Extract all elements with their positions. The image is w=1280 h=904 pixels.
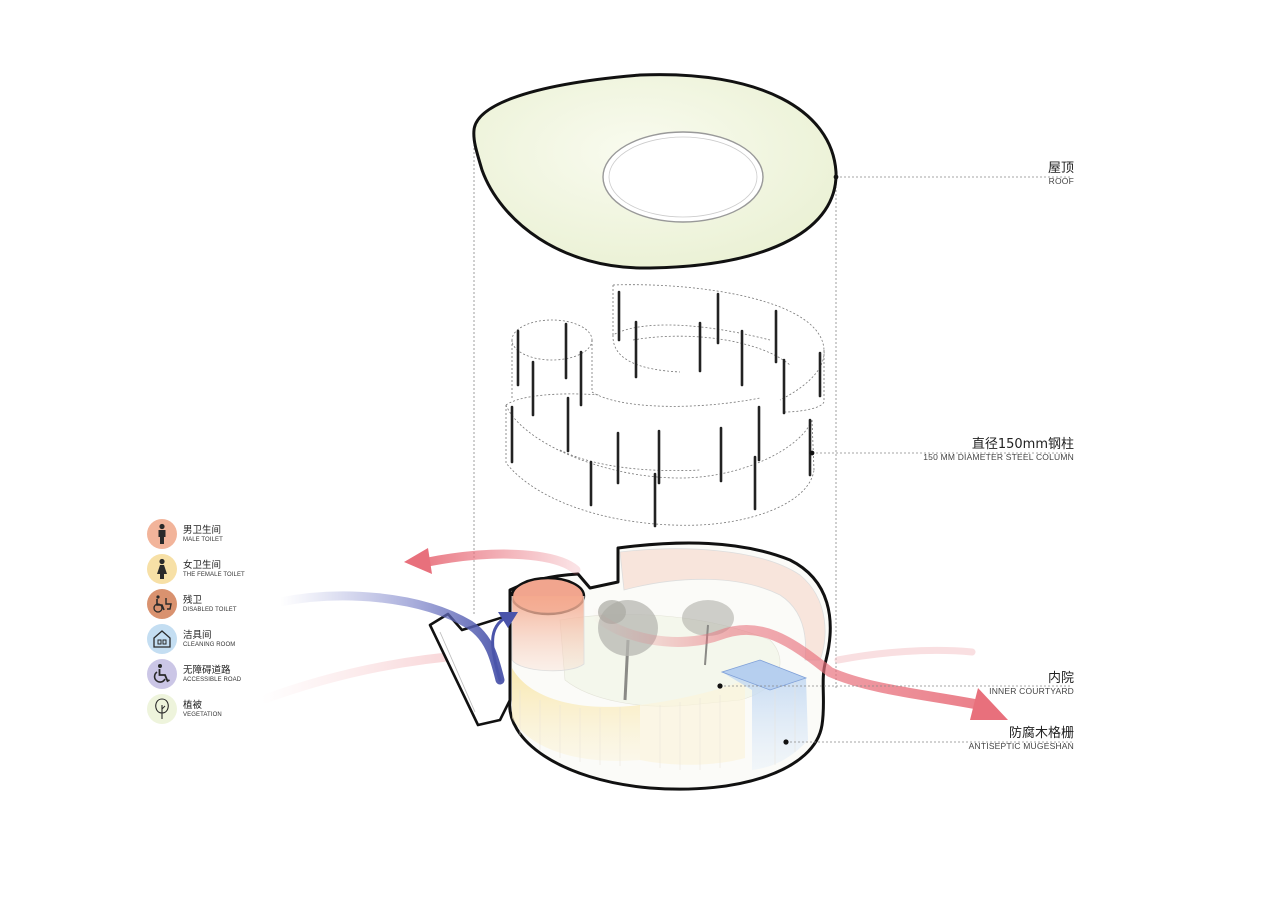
male-icon [147, 519, 177, 549]
legend-label-en: ACCESSIBLE ROAD [183, 677, 242, 683]
legend-item-disabled-toilet: 残卫 DISABLED TOILET [147, 589, 297, 619]
steel-column-frame [505, 284, 825, 526]
roof-label-en: ROOF [1048, 176, 1074, 186]
legend-item-female-toilet: 女卫生间 THE FEMALE TOILET [147, 554, 297, 584]
mugeshan-callout: 防腐木格栅 ANTISEPTIC MUGESHAN [968, 726, 1074, 752]
courtyard-callout: 内院 INNER COURTYARD [989, 671, 1074, 697]
legend-label-cn: 洁具间 [183, 630, 212, 641]
airflow-red [404, 548, 1008, 720]
mugeshan-label-cn: 防腐木格栅 [1008, 726, 1074, 741]
ground-floor [428, 541, 832, 791]
mugeshan-label-en: ANTISEPTIC MUGESHAN [968, 741, 1074, 751]
legend-label-en: DISABLED TOILET [183, 607, 237, 613]
female-icon [147, 554, 177, 584]
tree-icon [147, 694, 177, 724]
legend-label-en: CLEANING ROOM [183, 642, 236, 648]
legend-label-en: VEGETATION [183, 712, 222, 718]
guide-lines [473, 140, 837, 690]
roof [472, 73, 838, 270]
roof-label-cn: 屋顶 [1047, 161, 1074, 176]
legend-label-cn: 残卫 [183, 595, 203, 606]
airflow-blue [275, 591, 518, 685]
legend-item-vegetation: 植被 VEGETATION [147, 694, 297, 724]
courtyard-label-cn: 内院 [1047, 671, 1074, 686]
legend-item-cleaning-room: 洁具间 CLEANING ROOM [147, 624, 297, 654]
legend-label-cn: 男卫生间 [183, 525, 222, 536]
wheelchair-icon [147, 659, 177, 689]
courtyard-label-en: INNER COURTYARD [989, 686, 1074, 696]
legend-label-en: THE FEMALE TOILET [183, 572, 245, 578]
roof-callout: 屋顶 ROOF [1047, 161, 1074, 187]
wheelchair-toilet-icon [147, 589, 177, 619]
legend-item-accessible-road: 无障碍道路 ACCESSIBLE ROAD [147, 659, 297, 689]
steel-column-callout: 直径150mm钢柱 150 MM DIAMETER STEEL COLUMN [923, 437, 1074, 463]
legend-label-cn: 植被 [183, 700, 203, 711]
legend-label-cn: 女卫生间 [183, 560, 222, 571]
cleaning-room-icon [147, 624, 177, 654]
steel-column-label-cn: 直径150mm钢柱 [971, 437, 1074, 452]
legend-label-cn: 无障碍道路 [183, 665, 231, 676]
callout-dots [717, 174, 839, 745]
callout-leaders [720, 176, 1072, 743]
legend-item-male-toilet: 男卫生间 MALE TOILET [147, 519, 297, 549]
steel-column-label-en: 150 MM DIAMETER STEEL COLUMN [923, 452, 1074, 462]
steel-columns [510, 290, 822, 528]
legend-label-en: MALE TOILET [183, 537, 223, 543]
